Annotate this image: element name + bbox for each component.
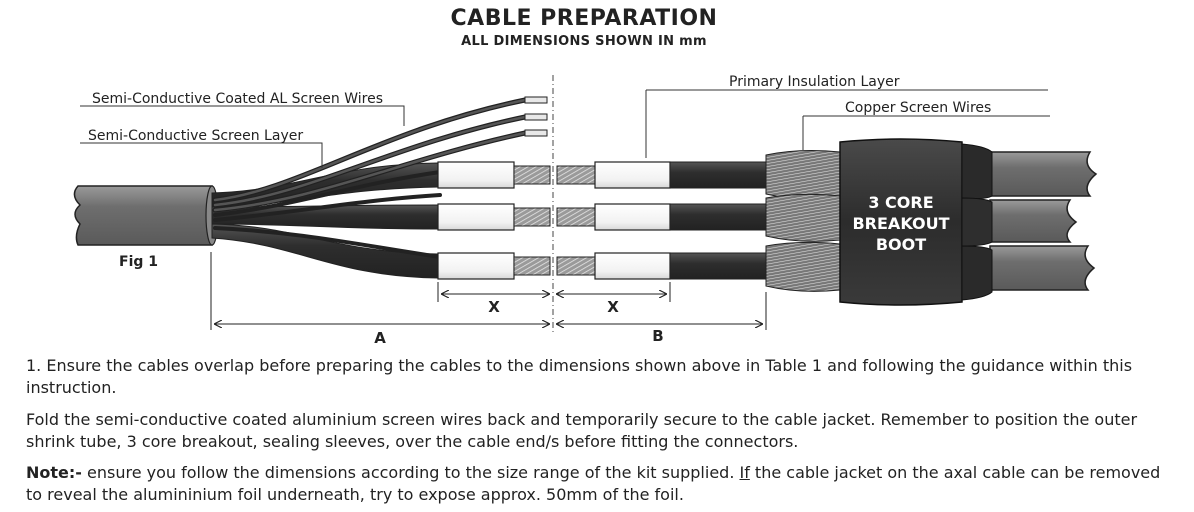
right-prepared-cores bbox=[556, 161, 771, 280]
page-title: CABLE PREPARATION bbox=[450, 6, 718, 31]
left-prepared-cores bbox=[437, 161, 551, 280]
dim-a: A bbox=[374, 329, 386, 347]
boot-label-line2: BREAKOUT bbox=[852, 214, 949, 233]
instruction-step-1: 1. Ensure the cables overlap before prep… bbox=[26, 356, 1133, 397]
note-text-a: ensure you follow the dimensions accordi… bbox=[81, 463, 740, 482]
dim-b: B bbox=[652, 327, 663, 345]
wire-tips bbox=[524, 96, 548, 137]
boot-label-line3: BOOT bbox=[876, 235, 926, 254]
dim-x-left: X bbox=[488, 298, 500, 316]
breakout-boot: 3 CORE BREAKOUT BOOT bbox=[839, 138, 993, 306]
exit-cables bbox=[989, 151, 1098, 291]
label-al-screen-wires: Semi-Conductive Coated AL Screen Wires bbox=[92, 91, 383, 107]
outer-cable-jacket bbox=[73, 185, 219, 246]
note-label: Note:- bbox=[26, 463, 82, 482]
dim-x-right: X bbox=[607, 298, 619, 316]
note-text-b: the cable jacket on the axal cable can b… bbox=[26, 463, 1161, 504]
instruction-note: Note:- ensure you follow the dimensions … bbox=[26, 462, 1166, 506]
label-copper-screen: Copper Screen Wires bbox=[845, 100, 991, 116]
note-if: If bbox=[739, 463, 750, 482]
dimension-lines bbox=[210, 252, 767, 330]
page-subtitle: ALL DIMENSIONS SHOWN IN mm bbox=[461, 34, 707, 49]
cable-preparation-diagram: 3 CORE BREAKOUT BOOT Semi-Conductive Coa… bbox=[73, 74, 1098, 347]
boot-label-line1: 3 CORE bbox=[868, 193, 933, 212]
instruction-fold-wires: Fold the semi-conductive coated aluminiu… bbox=[26, 410, 1138, 451]
figure-label: Fig 1 bbox=[119, 254, 158, 270]
leader-lines bbox=[80, 89, 1050, 168]
al-screen-wires bbox=[212, 97, 528, 259]
label-screen-layer: Semi-Conductive Screen Layer bbox=[88, 128, 303, 144]
label-primary-insulation: Primary Insulation Layer bbox=[729, 74, 900, 90]
copper-screen-wires bbox=[765, 150, 841, 292]
